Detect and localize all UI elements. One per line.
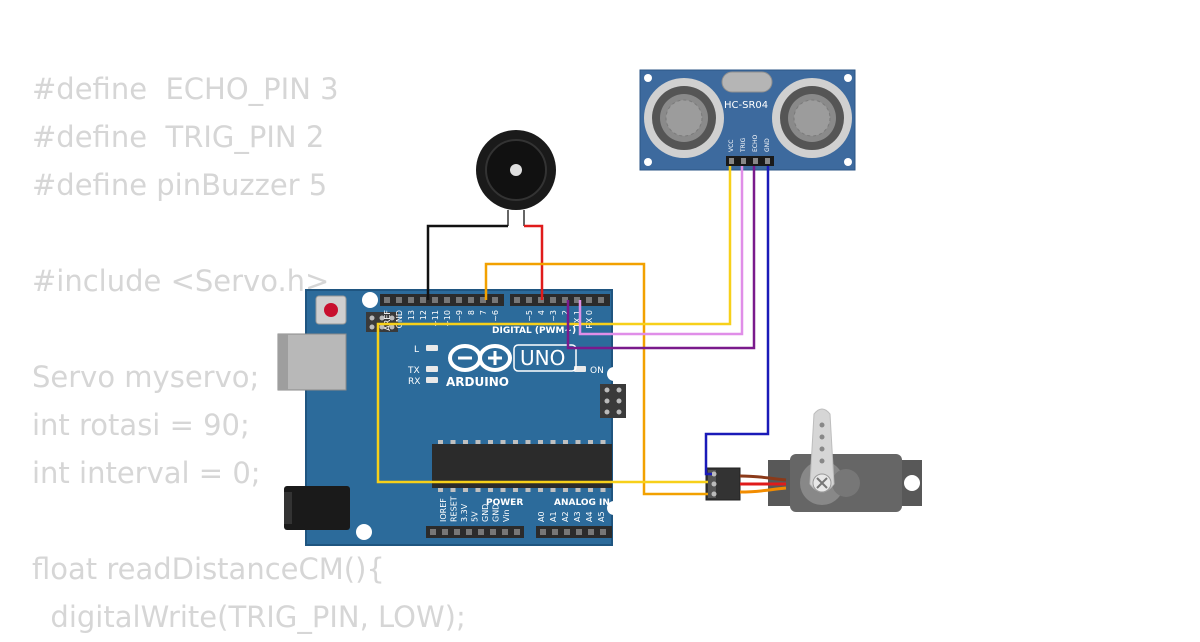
led-on-label: ON xyxy=(590,366,604,376)
digital-pin-label: RX 0 xyxy=(585,310,594,329)
digital-pin-label: 12 xyxy=(419,310,428,320)
analog-pin-label: A2 xyxy=(561,511,570,522)
led-tx-label: TX xyxy=(407,366,420,376)
digital-pin-label: AREF xyxy=(383,310,392,331)
sensor-pin-label: VCC xyxy=(728,140,735,152)
power-pin-label: GND xyxy=(492,504,501,522)
servo-cable xyxy=(739,474,787,482)
code-listing: #define ECHO_PIN 3 #define TRIG_PIN 2 #def… xyxy=(32,66,466,642)
power-header xyxy=(426,526,524,538)
power-pin-label: 3.3V xyxy=(460,503,469,522)
wire-echo[interactable] xyxy=(566,166,756,350)
code-line: digitalWrite(TRIG_PIN, LOW); xyxy=(32,600,466,634)
piezo-buzzer[interactable] xyxy=(476,130,556,226)
code-line: #define pinBuzzer 5 xyxy=(32,168,328,202)
sensor-pin[interactable] xyxy=(765,158,770,164)
sensor-pin-label: ECHO xyxy=(752,135,759,152)
wire-buzzer-signal[interactable] xyxy=(524,224,544,300)
code-line: float readDistanceCM(){ xyxy=(32,552,385,586)
digital-pin-label: 2 xyxy=(561,310,570,315)
analog-pin-label: A4 xyxy=(585,511,594,522)
wire-servo-signal[interactable] xyxy=(484,262,708,496)
digital-pin-label: ~10 xyxy=(443,310,452,327)
sensor-pin[interactable] xyxy=(753,158,758,164)
hc-sr04-sensor[interactable]: HC-SR04 VCC TRIG ECHO GND xyxy=(639,69,856,171)
power-label: POWER xyxy=(486,498,523,508)
uno-label: UNO xyxy=(520,346,565,370)
digital-header-right xyxy=(510,294,610,306)
digital-pin-label: ~5 xyxy=(525,310,534,322)
power-jack xyxy=(284,486,350,530)
power-pin-label: 5V xyxy=(471,511,480,522)
atmega-chip xyxy=(432,440,612,492)
icsp-header xyxy=(366,312,398,332)
digital-pin-label: ~3 xyxy=(549,310,558,322)
sensor-model-label: HC-SR04 xyxy=(724,100,768,111)
digital-pin-label: ~9 xyxy=(455,310,464,322)
sensor-pin[interactable] xyxy=(741,158,746,164)
code-line: #include <Servo.h> xyxy=(32,264,330,298)
sensor-pin-label: TRIG xyxy=(740,137,747,153)
sensor-pin[interactable] xyxy=(729,158,734,164)
sensor-pin-header xyxy=(726,156,774,166)
digital-pin-label: 13 xyxy=(407,310,416,320)
digital-label: DIGITAL (PWM~) xyxy=(492,326,576,336)
code-line: int interval = 0; xyxy=(32,456,261,490)
sensor-pin-label: GND xyxy=(764,138,771,152)
digital-pin-label: 8 xyxy=(467,310,476,315)
power-pin-label: Vin xyxy=(502,509,511,522)
wire-gnd[interactable] xyxy=(704,166,770,476)
ultrasonic-transducer-right xyxy=(772,78,852,158)
code-line: #define TRIG_PIN 2 xyxy=(32,120,325,154)
crystal-oscillator xyxy=(721,71,773,93)
digital-pin-label: TX 1 xyxy=(573,310,582,329)
analog-label: ANALOG IN xyxy=(554,498,610,508)
analog-pin-label: A1 xyxy=(549,511,558,522)
power-pin-label: RESET xyxy=(450,496,459,522)
digital-pin-label: 7 xyxy=(479,310,488,315)
digital-pin-label: 4 xyxy=(537,310,546,315)
power-pin-label: IOREF xyxy=(439,498,448,522)
usb-port xyxy=(277,333,347,391)
mounting-hole xyxy=(356,524,372,540)
wire-trig[interactable] xyxy=(578,166,744,336)
mounting-hole xyxy=(607,501,621,515)
code-line: Servo myservo; xyxy=(32,360,260,394)
power-pin-label: GND xyxy=(481,504,490,522)
wire-buzzer-gnd[interactable] xyxy=(426,224,508,300)
led-rx-label: RX xyxy=(408,377,420,387)
led-l xyxy=(426,345,438,351)
digital-pin-label: ~11 xyxy=(431,310,440,327)
led-rx xyxy=(426,377,438,383)
wires xyxy=(376,166,770,496)
ultrasonic-transducer-left xyxy=(644,78,724,158)
mounting-hole xyxy=(607,367,621,381)
led-tx xyxy=(426,366,438,372)
code-line: int rotasi = 90; xyxy=(32,408,250,442)
led-on xyxy=(574,366,586,372)
digital-pin-label: GND xyxy=(395,310,404,328)
uno-badge xyxy=(513,344,577,372)
wire-vcc[interactable] xyxy=(376,166,732,484)
servo-motor[interactable] xyxy=(705,408,922,512)
code-line: #define ECHO_PIN 3 xyxy=(32,72,339,106)
analog-pin-label: A0 xyxy=(537,511,546,522)
mounting-hole xyxy=(362,292,378,308)
icsp-header-right xyxy=(600,384,626,418)
analog-pin-label: A5 xyxy=(597,511,606,522)
analog-pin-label: A3 xyxy=(573,511,582,522)
servo-horn xyxy=(809,408,835,493)
arduino-infinity-logo-icon xyxy=(448,344,512,372)
led-l-label: L xyxy=(414,345,419,355)
digital-pin-label: ~6 xyxy=(491,310,500,322)
arduino-brand: ARDUINO xyxy=(446,375,509,389)
